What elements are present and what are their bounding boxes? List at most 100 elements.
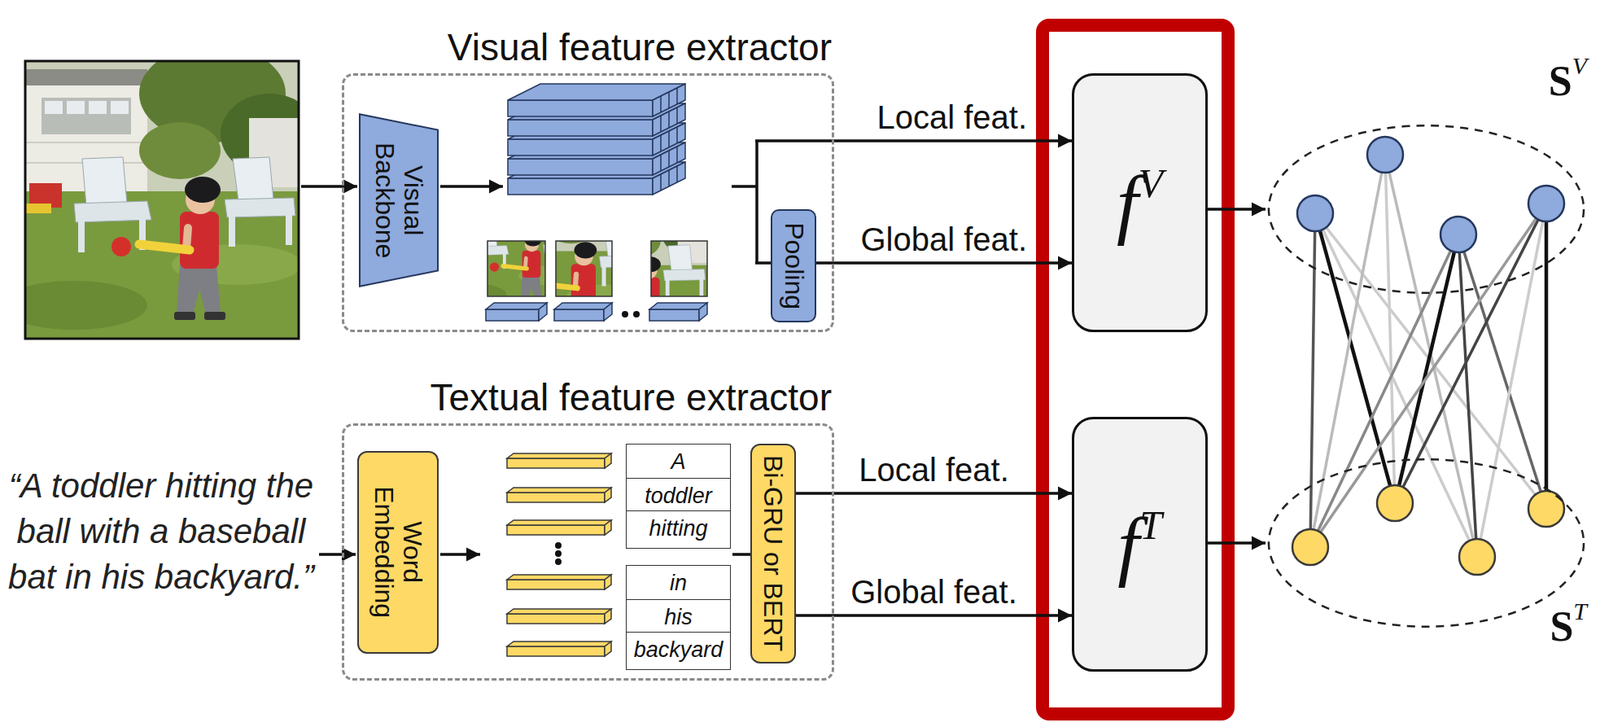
edge-label: Global feat. [850, 572, 1018, 611]
feature-map-cube [660, 154, 662, 171]
panel-heading: Visual feature extractor [447, 26, 832, 70]
visual-embedding-dot [1528, 185, 1565, 222]
region-feature-bar [485, 302, 547, 310]
similarity-link [1394, 203, 1547, 503]
block-label-wrap: Visual Backbone [370, 122, 428, 278]
edge-label: Global feat. [860, 220, 1028, 258]
wire [301, 184, 358, 188]
block-label: Bi-GRU or BERT [758, 454, 787, 652]
token-text: in [669, 570, 687, 596]
text-embedding-dot [1292, 528, 1329, 565]
wire [755, 140, 759, 263]
text-embedding-dot [1459, 538, 1496, 575]
feature-arrow [1207, 541, 1266, 545]
set-symbol: S [1548, 57, 1573, 105]
word-vector-bar [507, 453, 612, 656]
ellipsis-dots [621, 310, 629, 318]
region-thumbnail [529, 177, 720, 353]
word-vector-bar [507, 608, 612, 614]
feature-arrow [834, 139, 1072, 143]
word-vector-bar [604, 641, 612, 656]
set-symbol: S [1549, 603, 1574, 650]
feature-map-cube [676, 166, 678, 183]
visual-embedding-dot [1440, 216, 1477, 253]
set-ellipse [1268, 459, 1584, 626]
visual-embedding-dot [1367, 136, 1404, 173]
wire [755, 261, 771, 265]
word-vector-bar [604, 520, 612, 535]
wire [755, 139, 835, 143]
block-label-wrap: Pooling [772, 210, 815, 321]
block-label: Pooling [778, 222, 808, 310]
feature-map-cube [668, 131, 670, 148]
encoder-block: Bi-GRU or BERT [750, 443, 796, 664]
word-vector-bar [507, 579, 605, 590]
panel-heading: Textual feature extractor [430, 375, 832, 420]
function-wrap: fT [1117, 504, 1162, 585]
edge-label: Local feat. [876, 98, 1028, 136]
region-feature-bar [485, 302, 708, 321]
feature-map-cube [507, 83, 686, 117]
wire [732, 552, 751, 556]
function-wrap: fT [1074, 419, 1206, 669]
ellipsis-dots [555, 558, 562, 565]
backbone-block: Visual Backbone [358, 112, 439, 289]
word-vector-bar [507, 487, 612, 493]
word-vector-bar [507, 520, 612, 525]
token-text: toddler [644, 483, 713, 509]
feature-map-cube [668, 150, 670, 167]
block-label: Word Embedding [369, 475, 427, 630]
feature-map-cube [507, 100, 653, 117]
token-box: backyard [625, 631, 731, 670]
input-photo [0, 44, 319, 339]
token-box: A [625, 443, 731, 482]
feature-map-cube [676, 126, 678, 144]
set-ellipse [1268, 125, 1584, 293]
function-wrap: fV [1074, 75, 1206, 330]
feature-map-cube [660, 115, 662, 132]
word-vector-bar [604, 608, 612, 624]
word-vector-bar [507, 524, 605, 535]
region-feature-bar [649, 302, 708, 310]
text-embedding-dot [1377, 485, 1413, 521]
word-vector-bar [507, 453, 612, 459]
region-feature-bar [603, 302, 613, 321]
token-box: in [625, 564, 731, 604]
region-thumbnail [529, 177, 720, 353]
wire [731, 184, 757, 188]
extractor-panel: Visual BackbonePoolingVisual feature ext… [341, 73, 835, 333]
feature-map-cube [676, 107, 678, 124]
feature-arrow [795, 613, 1072, 617]
feature-map-cube [507, 139, 653, 156]
region-feature-bar [554, 309, 604, 321]
caption-sentence: “A toddler hitting the ball with a baseb… [6, 463, 316, 600]
word-vector-bar [507, 641, 612, 647]
function-wrap: fV [1116, 162, 1163, 243]
token-text: hitting [648, 515, 708, 542]
block-label-wrap: Bi-GRU or BERT [758, 454, 787, 652]
ellipsis-dots [633, 310, 640, 318]
set-superscript: V [1572, 52, 1587, 79]
similarity-link [1385, 154, 1395, 503]
wire [440, 184, 503, 188]
feature-map-cube [676, 146, 678, 163]
feature-map-cube [676, 87, 678, 105]
token-box: hitting [625, 510, 731, 549]
feature-map-cube [660, 96, 662, 113]
ellipsis-dots [555, 542, 562, 549]
text-embedding-dot [1292, 485, 1565, 575]
function-superscript: T [1139, 502, 1163, 548]
projection-box: fV [1071, 73, 1208, 333]
text-embedding-dot [1528, 490, 1565, 527]
word-vector-bar [507, 492, 605, 503]
token-text: his [664, 604, 693, 630]
feature-map-cube [507, 83, 686, 195]
input-photo [25, 61, 299, 339]
word-vector-bar [507, 646, 605, 656]
wire [319, 552, 356, 556]
block-label-wrap: Word Embedding [369, 475, 427, 630]
set-superscript: T [1573, 597, 1587, 625]
region-thumbnail [437, 158, 719, 354]
